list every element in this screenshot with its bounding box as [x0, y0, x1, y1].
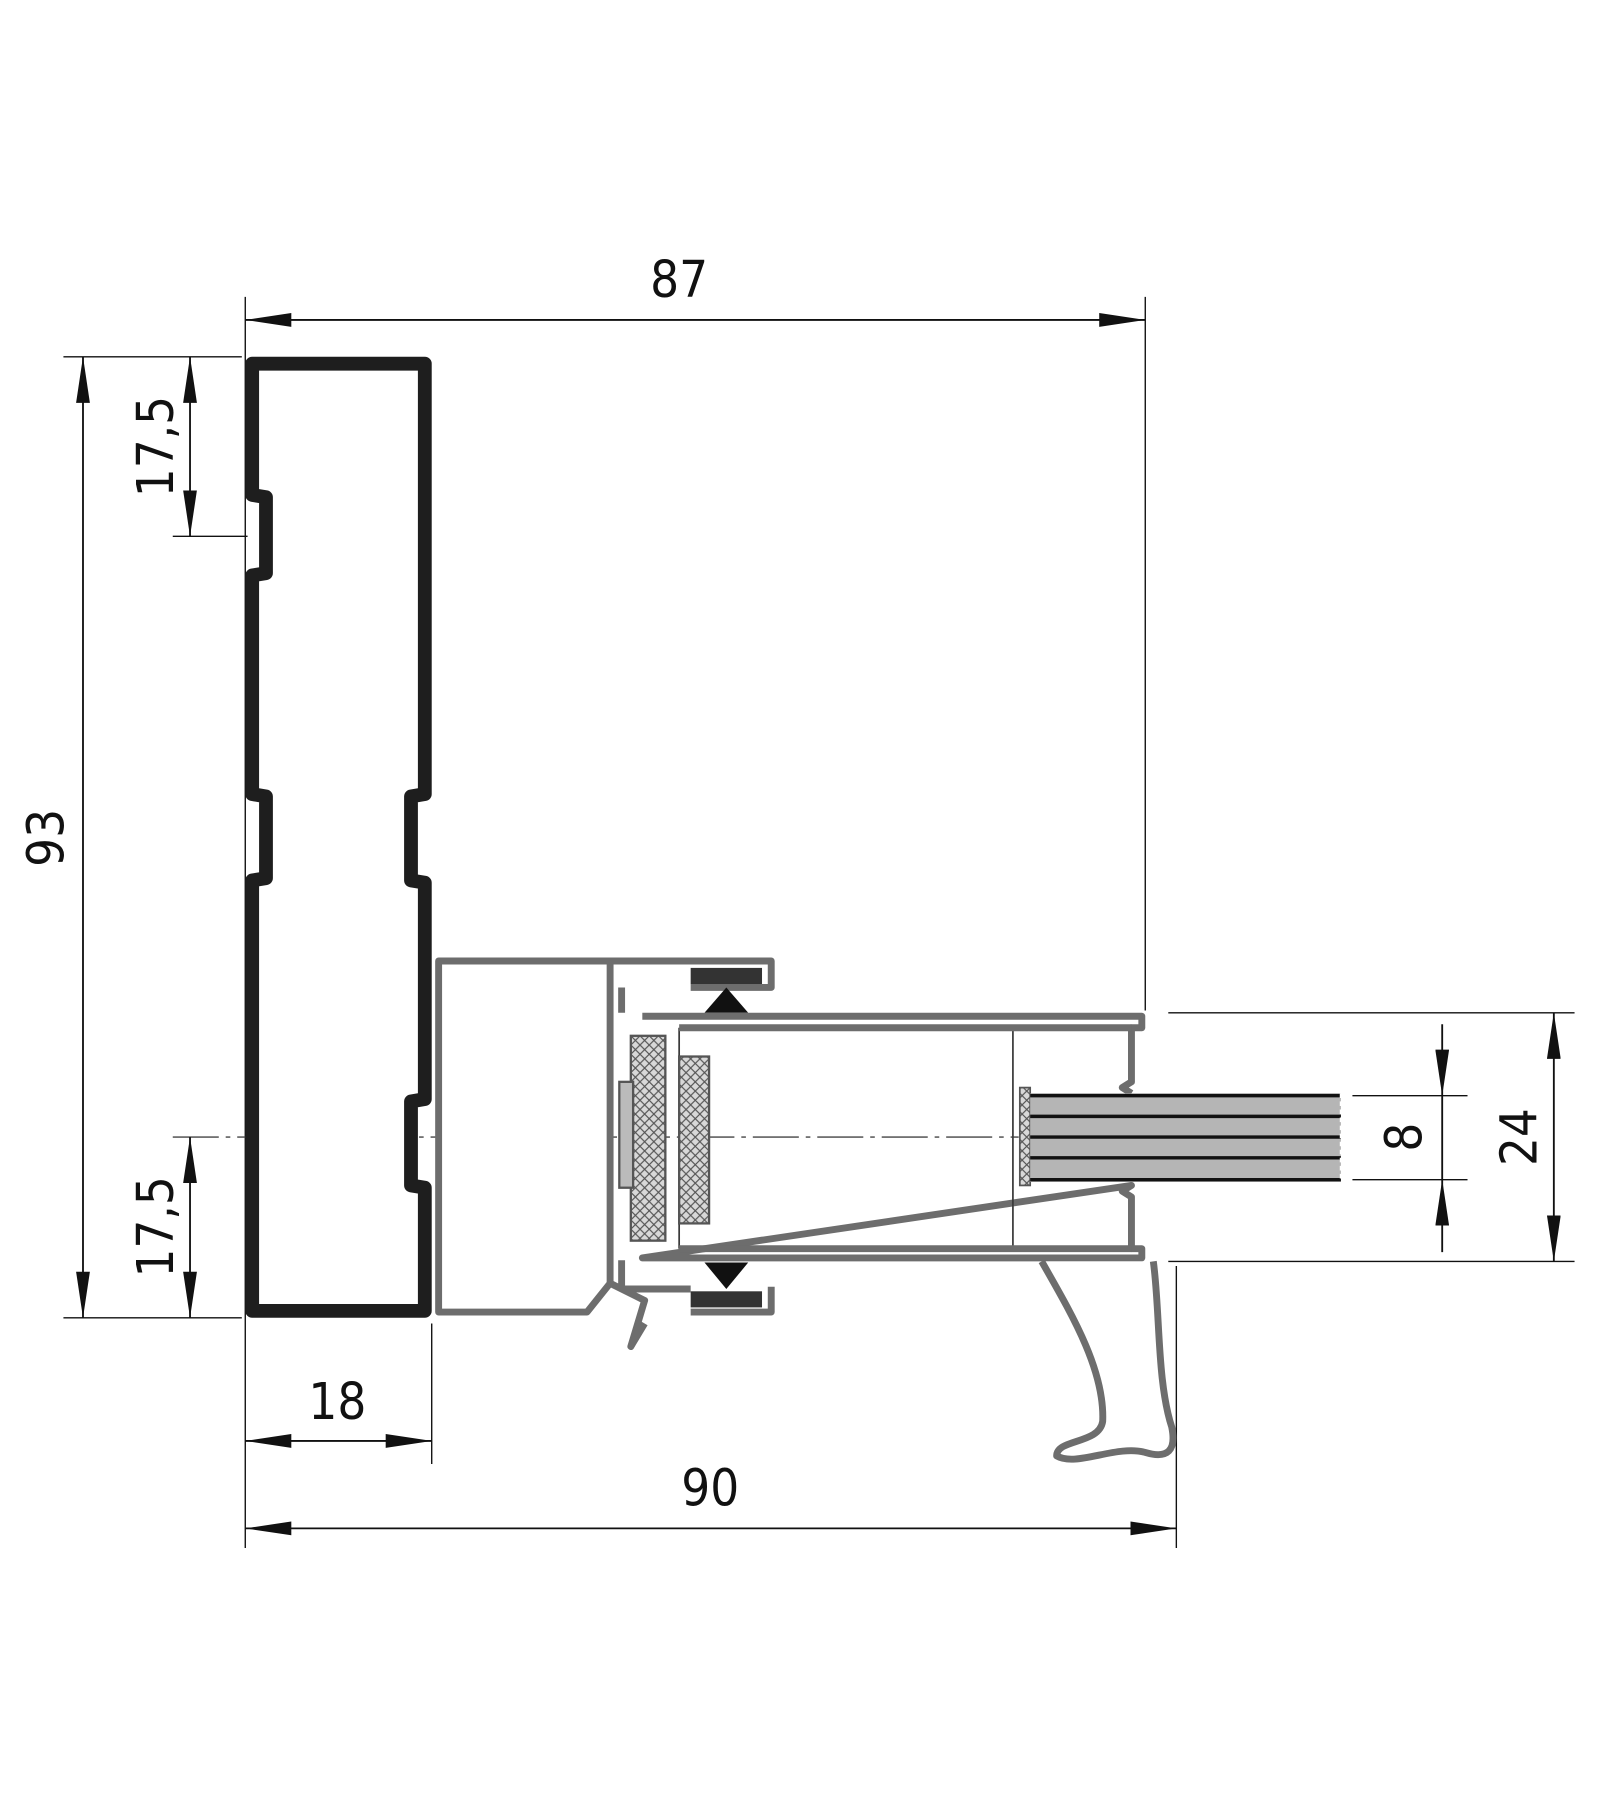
- dim-label-17-5-top: 17,5: [126, 396, 185, 497]
- sash-profile: [435, 957, 1177, 1463]
- dim-label-87: 87: [650, 250, 708, 309]
- glass-unit: [1030, 1093, 1343, 1182]
- hatched-block-outer: [629, 1034, 667, 1242]
- dim-label-90: 90: [681, 1458, 739, 1517]
- gasket-top: [690, 967, 763, 985]
- dim-label-24: 24: [1490, 1108, 1549, 1166]
- dim-label-8: 8: [1374, 1123, 1433, 1152]
- handle: [1038, 1259, 1177, 1463]
- dim-label-18: 18: [308, 1372, 366, 1431]
- dim-label-17-5-bottom: 17,5: [126, 1176, 185, 1277]
- seal-bottom: [704, 1262, 749, 1290]
- gasket-bottom: [690, 1291, 763, 1308]
- dim-label-93: 93: [16, 809, 75, 867]
- dimension-lines: [76, 313, 1561, 1536]
- seal-top: [704, 987, 749, 1013]
- hatched-block-inner: [678, 1055, 711, 1225]
- frame-profile: [245, 356, 432, 1318]
